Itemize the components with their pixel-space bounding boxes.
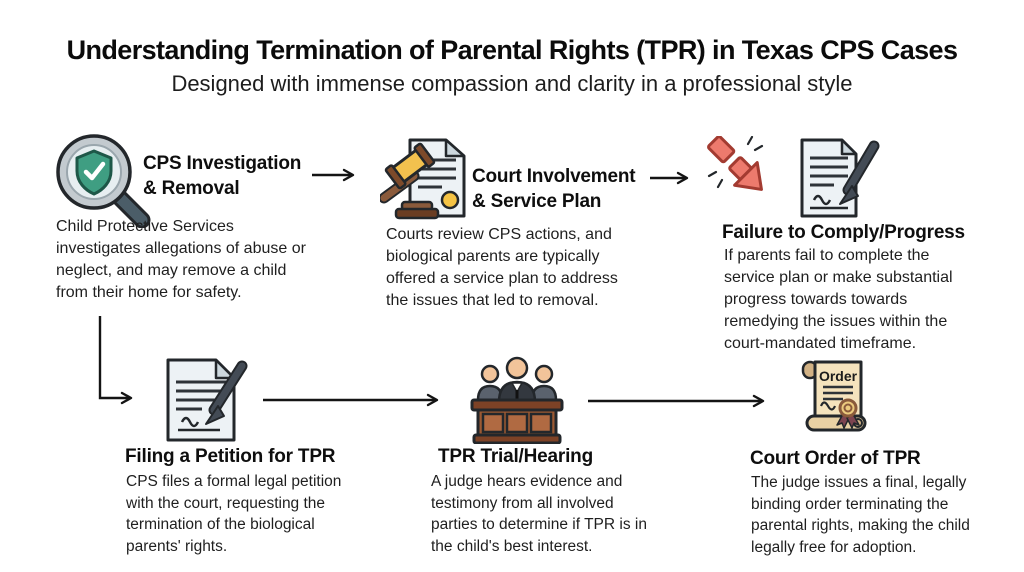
page-title: Understanding Termination of Parental Ri… xyxy=(66,35,958,65)
step3-title: Failure to Comply/Progress xyxy=(722,222,965,243)
step6-description: The judge issues a final, legally bindin… xyxy=(751,474,970,556)
step2-description: Courts review CPS actions, and biologica… xyxy=(386,226,618,309)
arrow-wrap-to-step4 xyxy=(98,316,133,405)
step6-title: Court Order of TPR xyxy=(750,448,921,469)
step5-description: A judge hears evidence and testimony fro… xyxy=(431,473,647,555)
declining-broken-arrow-document-icon xyxy=(702,135,880,227)
step1-description: Child Protective Services investigates a… xyxy=(56,218,306,301)
step3-description: If parents fail to complete the service … xyxy=(724,247,953,352)
magnifier-shield-check-icon xyxy=(52,132,152,233)
petition-document-pen-icon xyxy=(158,356,248,449)
order-scroll-seal-icon: Order xyxy=(795,354,881,445)
gavel-document-icon xyxy=(378,136,472,225)
step4-description: CPS files a formal legal petition with t… xyxy=(126,473,342,555)
courtroom-bench-judges-icon xyxy=(468,356,566,449)
page-subtitle: Designed with immense compassion and cla… xyxy=(171,71,853,96)
step2-title: Court Involvement & Service Plan xyxy=(472,166,636,212)
step5-title: TPR Trial/Hearing xyxy=(438,446,593,467)
step1-title: CPS Investigation & Removal xyxy=(143,153,302,199)
step4-title: Filing a Petition for TPR xyxy=(125,446,336,467)
scroll-order-label: Order xyxy=(819,368,858,384)
